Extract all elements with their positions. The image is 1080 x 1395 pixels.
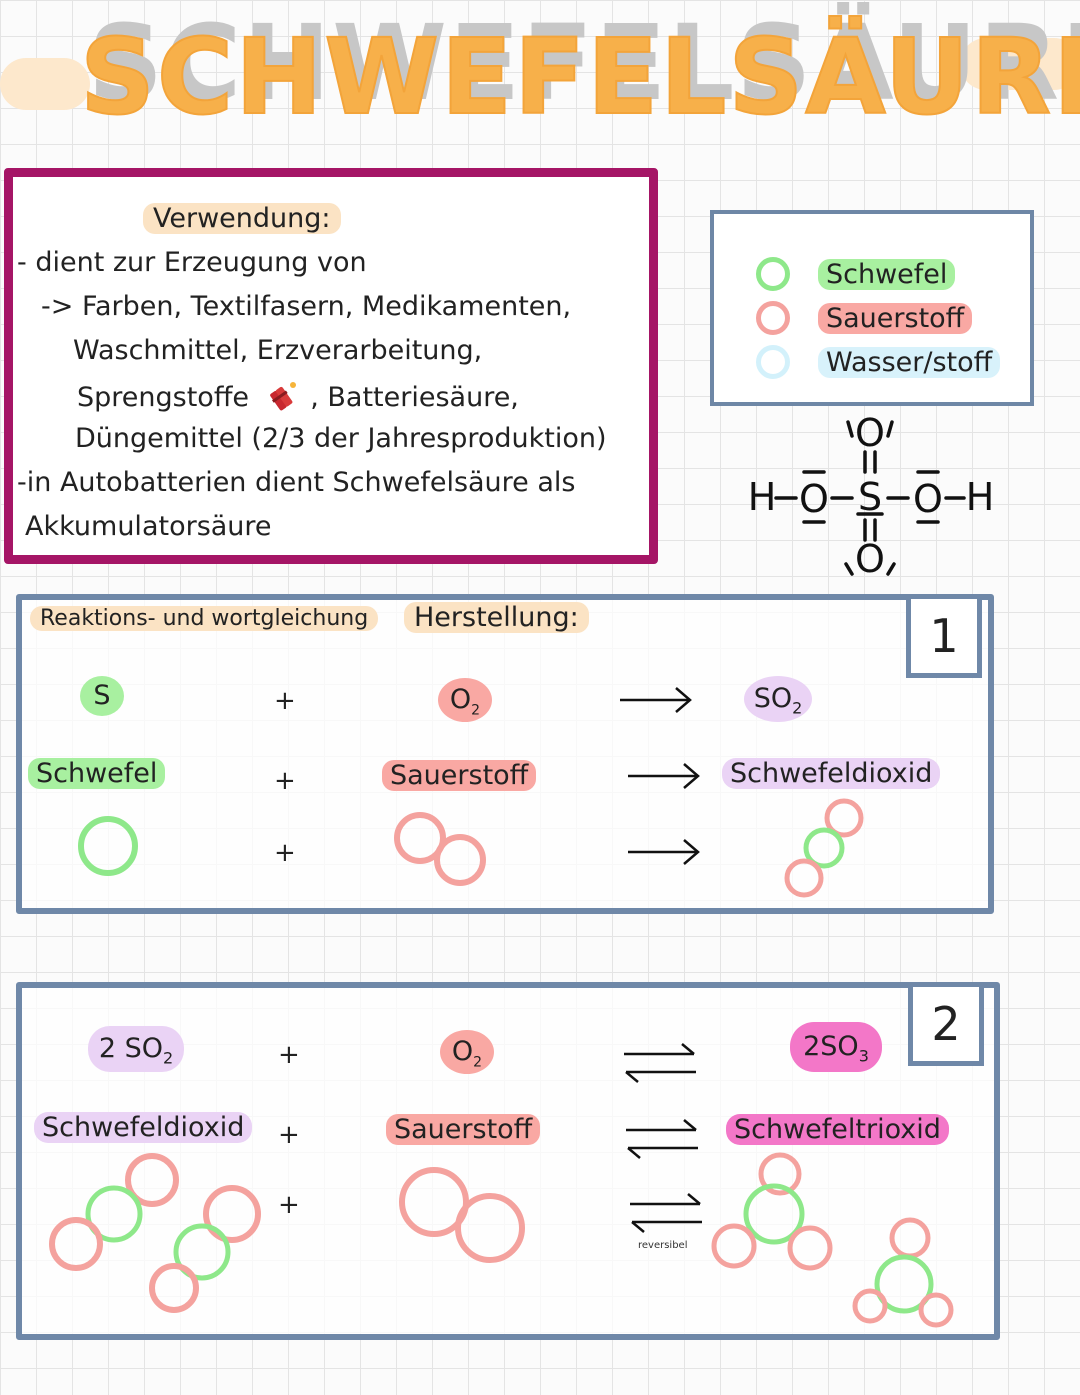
box1-r1-plus: + <box>274 686 296 716</box>
box2-r2-b-text: Sauerstoff <box>386 1114 541 1145</box>
atom-o-right: O <box>913 477 943 521</box>
title-highlight-left <box>0 58 90 110</box>
atom-o-top: O <box>855 411 885 455</box>
box2-r2-plus: + <box>278 1120 300 1150</box>
box2-r3-plus: + <box>278 1190 300 1220</box>
usage-line-4: Sprengstoffe , Batteriesäure, <box>77 379 519 418</box>
box-number-2: 2 <box>908 982 984 1066</box>
usage-line-6: -in Autobatterien dient Schwefelsäure al… <box>17 467 576 498</box>
usage-line-3: Waschmittel, Erzverarbeitung, <box>73 335 483 366</box>
title-highlight-right <box>960 38 1080 90</box>
box1-r1-c-text: SO <box>753 683 793 714</box>
box2-r1-b: O2 <box>440 1030 494 1074</box>
box1-r2-b-text: Sauerstoff <box>382 760 537 791</box>
oxygen-molecule-model <box>399 1167 525 1263</box>
usage-box: Verwendung: - dient zur Erzeugung von ->… <box>4 168 658 564</box>
legend-box: Schwefel Sauerstoff Wasser/stoff <box>710 210 1034 406</box>
usage-line-2: -> Farben, Textilfasern, Medikamenten, <box>41 291 572 322</box>
box1-r2-c: Schwefeldioxid <box>722 758 941 789</box>
green-circle-icon <box>756 257 790 291</box>
atom-o-left: O <box>799 477 829 521</box>
usage-line-1: - dient zur Erzeugung von <box>17 247 367 278</box>
usage-line-5: Düngemittel (2/3 der Jahresproduktion) <box>75 423 607 454</box>
box1-header-left-text: Reaktions- und wortgleichung <box>30 606 379 631</box>
usage-line-4b: , Batteriesäure, <box>310 382 519 413</box>
usage-line-7: Akkumulatorsäure <box>25 511 272 542</box>
box1-header-left: Reaktions- und wortgleichung <box>30 606 379 631</box>
arrow-right-icon <box>620 687 692 713</box>
sulfur-dioxide-models <box>49 1153 261 1313</box>
equilibrium-arrow-icon <box>624 1043 696 1083</box>
box1-r2-b: Sauerstoff <box>382 760 537 791</box>
atom-s-center: S <box>858 475 882 519</box>
box1-r1-a: S <box>80 676 124 716</box>
sulfur-trioxide-model-1 <box>711 1152 833 1271</box>
box1-r2-plus: + <box>274 766 296 796</box>
structural-formula: O H O S O H O <box>748 411 995 581</box>
box1-r1-a-text: S <box>80 676 124 716</box>
dynamite-icon <box>266 379 300 418</box>
sulfur-atom-model <box>78 816 138 876</box>
box2-r1-a: 2 SO2 <box>88 1026 184 1072</box>
usage-line-4a: Sprengstoffe <box>77 382 250 413</box>
box2-r1-a-sub: 2 <box>162 1048 174 1068</box>
legend-item-sauerstoff: Sauerstoff <box>756 298 973 338</box>
box2-r1-a-coef: 2 <box>98 1033 116 1064</box>
oxygen-molecule-model <box>394 812 486 886</box>
atom-o-bottom: O <box>855 537 885 581</box>
box1-r1-b: O2 <box>438 678 492 722</box>
box1-r1-b-text: O <box>449 684 472 715</box>
reaction-box-1 <box>16 594 994 914</box>
red-circle-icon <box>756 301 790 335</box>
legend-label: Wasser/stoff <box>818 346 1001 378</box>
box-number-1: 1 <box>906 594 982 678</box>
box2-r2-a-text: Schwefeldioxid <box>34 1112 253 1143</box>
box2-r1-c-text: 2SO <box>803 1031 859 1062</box>
reversible-note: reversibel <box>638 1240 688 1251</box>
box1-r2-c-text: Schwefeldioxid <box>722 758 941 789</box>
box2-r1-c-sub: 3 <box>858 1046 869 1066</box>
box2-r1-b-sub: 2 <box>473 1054 483 1071</box>
box1-r1-b-sub: 2 <box>471 702 481 719</box>
equilibrium-arrow-icon <box>626 1119 698 1159</box>
sulfur-trioxide-model-2 <box>852 1217 954 1328</box>
usage-heading: Verwendung: <box>143 203 341 234</box>
box1-r3-plus: + <box>274 838 296 868</box>
box1-r1-c-sub: 2 <box>792 698 803 718</box>
box2-r2-a: Schwefeldioxid <box>34 1112 253 1143</box>
blue-circle-icon <box>756 345 790 379</box>
box2-r2-c: Schwefeltrioxid <box>726 1114 949 1145</box>
usage-heading-text: Verwendung: <box>143 203 341 234</box>
box1-r2-a: Schwefel <box>28 758 166 789</box>
arrow-right-icon <box>628 763 700 789</box>
equilibrium-arrow-icon <box>630 1193 702 1233</box>
title-shadow: SCHWEFELSÄURE <box>88 2 1080 124</box>
atom-h-right: H <box>966 475 995 519</box>
box1-r2-a-text: Schwefel <box>28 758 166 789</box>
sulfur-dioxide-model <box>784 798 864 898</box>
legend-item-wasserstoff: Wasser/stoff <box>756 342 1001 382</box>
box2-r1-plus: + <box>278 1040 300 1070</box>
legend-item-schwefel: Schwefel <box>756 254 956 294</box>
box2-r1-a-text: SO <box>124 1033 163 1064</box>
legend-label: Schwefel <box>818 258 956 290</box>
box1-header-right: Herstellung: <box>404 602 589 633</box>
page-title: SCHWEFELSÄURE SCHWEFELSÄURE <box>60 2 1080 148</box>
box2-r1-c: 2SO3 <box>790 1022 882 1072</box>
arrow-right-icon <box>628 839 700 865</box>
box2-r2-c-text: Schwefeltrioxid <box>726 1114 949 1145</box>
box2-r2-b: Sauerstoff <box>386 1114 541 1145</box>
title-text: SCHWEFELSÄURE <box>79 15 1080 139</box>
box2-r1-b-text: O <box>451 1036 474 1067</box>
legend-label: Sauerstoff <box>818 302 973 334</box>
box1-r1-c: SO2 <box>744 676 812 722</box>
box1-header-right-text: Herstellung: <box>404 602 589 633</box>
atom-h-left: H <box>748 475 777 519</box>
